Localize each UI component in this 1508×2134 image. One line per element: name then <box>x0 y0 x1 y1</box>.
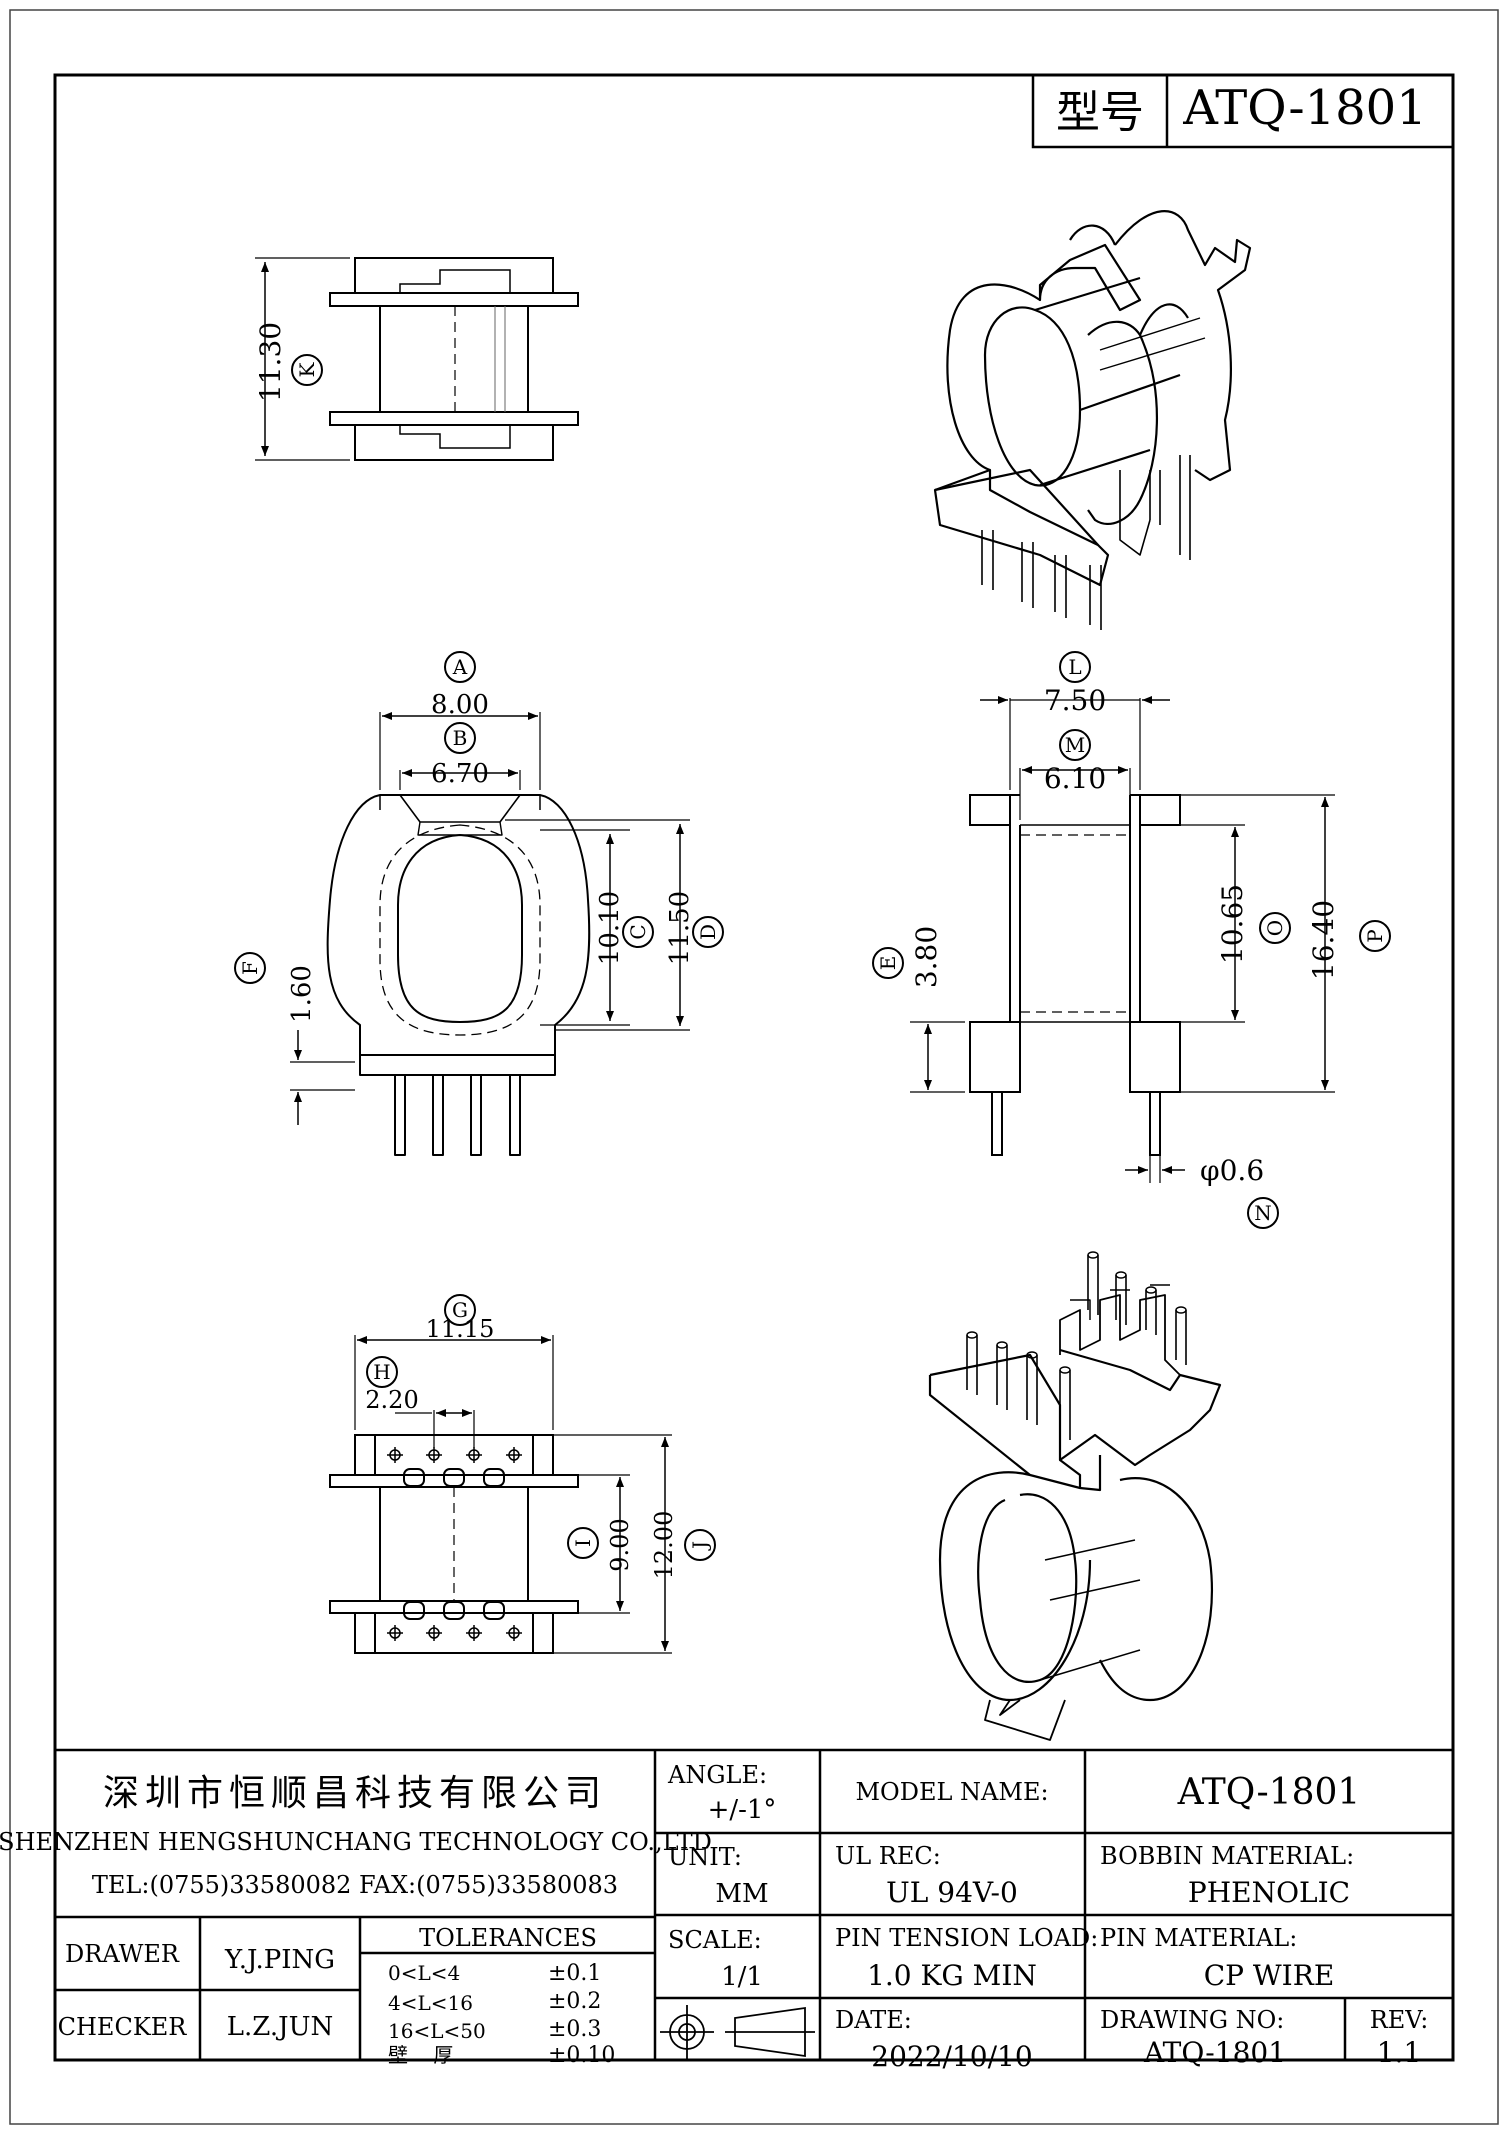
dim-M-badge <box>1059 729 1091 761</box>
dim-P-value: 16.40 <box>1307 900 1340 980</box>
dim-G-letter: G <box>452 1298 468 1322</box>
dim-K-letter: K <box>295 361 319 377</box>
company-name-cn: 深圳市恒顺昌科技有限公司 <box>103 1773 607 1814</box>
dim-F-value: 1.60 <box>287 965 317 1023</box>
angle-value: +/-1° <box>708 1795 777 1825</box>
dim-A-badge <box>444 651 476 683</box>
company-contact: TEL:(0755)33580082 FAX:(0755)33580083 <box>92 1871 618 1899</box>
rev-label: REV: <box>1370 2006 1429 2034</box>
unit-value: MM <box>715 1879 768 1909</box>
pin-material-label: PIN MATERIAL: <box>1100 1924 1297 1952</box>
dim-L-value: 7.50 <box>1044 684 1106 717</box>
dim-O-value: 10.65 <box>1216 884 1249 964</box>
dim-G-value: 11.15 <box>426 1315 495 1343</box>
top-view <box>255 257 579 461</box>
dim-P-letter: P <box>1363 929 1387 942</box>
drawer-name: Y.J.PING <box>224 1945 335 1975</box>
dim-J-value: 12.00 <box>650 1511 678 1580</box>
dim-F-letter: F <box>238 961 262 975</box>
rev-value: 1.1 <box>1377 2036 1422 2069</box>
pin-material-value: CP WIRE <box>1204 1959 1335 1992</box>
ul-rec-value: UL 94V-0 <box>886 1876 1018 1909</box>
dim-F-badge <box>234 952 266 984</box>
dim-I-letter: I <box>571 1539 595 1547</box>
angle-label: ANGLE: <box>667 1761 767 1789</box>
dim-C-badge <box>622 916 654 948</box>
company-name-en: SHENZHEN HENGSHUNCHANG TECHNOLOGY CO.,LT… <box>0 1828 712 1856</box>
unit-label: UNIT: <box>668 1843 742 1871</box>
dim-C-value: 10.10 <box>595 891 625 965</box>
title-block <box>55 1748 1453 2060</box>
model-box-label: 型号 <box>1056 87 1144 138</box>
dim-A-value: 8.00 <box>431 690 489 720</box>
dim-O-badge <box>1259 912 1291 944</box>
checker-name: L.Z.JUN <box>227 2012 334 2042</box>
dim-D-badge <box>692 916 724 948</box>
dim-M-value: 6.10 <box>1044 762 1106 795</box>
tolerance-value-3: ±0.3 <box>548 2017 601 2042</box>
dim-B-value: 6.70 <box>431 759 489 789</box>
tolerance-value-2: ±0.2 <box>548 1989 601 2014</box>
front-view <box>290 712 690 1156</box>
dim-J-letter: J <box>688 1541 712 1551</box>
drawing-no-value: ATQ-1801 <box>1143 2036 1286 2069</box>
dim-K-value: 11.30 <box>254 322 287 402</box>
dim-L-letter: L <box>1068 655 1081 679</box>
tolerances-title: TOLERANCES <box>419 1924 597 1952</box>
date-label: DATE: <box>835 2006 912 2034</box>
tolerance-range-3: 16<L<50 <box>388 2019 486 2043</box>
side-view <box>910 696 1335 1183</box>
bobbin-material-label: BOBBIN MATERIAL: <box>1100 1842 1354 1870</box>
dim-D-letter: D <box>696 924 720 940</box>
dim-E-value: 3.80 <box>910 926 943 988</box>
scale-label: SCALE: <box>668 1926 762 1954</box>
model-name-value: ATQ-1801 <box>1177 1772 1361 1813</box>
dim-D-value: 11.50 <box>665 891 695 965</box>
bobbin-material-value: PHENOLIC <box>1188 1876 1350 1909</box>
drawing-border <box>53 73 1455 2062</box>
drawer-label: DRAWER <box>65 1940 180 1968</box>
dim-M-letter: M <box>1065 733 1085 757</box>
model-box: 型号 ATQ-1801 <box>1031 73 1455 149</box>
tolerance-range-2: 4<L<16 <box>388 1991 473 2015</box>
dim-B-badge <box>444 722 476 754</box>
tolerance-value-1: ±0.1 <box>548 1961 601 1986</box>
date-value: 2022/10/10 <box>871 2040 1032 2073</box>
dim-E-badge <box>872 947 904 979</box>
dim-H-value: 2.20 <box>365 1386 418 1414</box>
dim-L-badge <box>1059 651 1091 683</box>
model-name-label: MODEL NAME: <box>855 1778 1048 1806</box>
dim-E-letter: E <box>876 956 900 971</box>
dim-J-badge <box>684 1529 716 1561</box>
dim-K-badge <box>291 354 323 386</box>
dim-H-letter: H <box>373 1360 390 1384</box>
pin-tension-value: 1.0 KG MIN <box>867 1959 1037 1992</box>
tolerance-range-1: 0<L<4 <box>388 1961 460 1985</box>
dim-A-letter: A <box>452 655 468 679</box>
dim-C-letter: C <box>626 924 650 939</box>
tolerance-range-4: 壁 厚 <box>388 2043 453 2067</box>
dim-H-badge <box>366 1356 398 1388</box>
tolerance-value-4: ±0.10 <box>548 2043 615 2068</box>
scale-value: 1/1 <box>721 1962 763 1992</box>
dim-I-value: 9.00 <box>606 1518 634 1571</box>
ul-rec-label: UL REC: <box>835 1842 941 1870</box>
isometric-view-1 <box>933 210 1252 630</box>
dim-O-letter: O <box>1263 920 1287 936</box>
dim-B-letter: B <box>453 726 468 750</box>
dim-N-badge <box>1247 1197 1279 1229</box>
dim-N-value: φ0.6 <box>1200 1154 1264 1187</box>
drawing-no-label: DRAWING NO: <box>1100 2006 1284 2034</box>
outer-frame <box>9 9 1499 2125</box>
dim-N-letter: N <box>1254 1201 1272 1225</box>
pin-tension-label: PIN TENSION LOAD: <box>835 1924 1098 1952</box>
model-box-value: ATQ-1801 <box>1182 80 1427 136</box>
dim-P-badge <box>1359 920 1391 952</box>
isometric-view-2 <box>928 1251 1222 1741</box>
bottom-view <box>329 1335 672 1654</box>
dim-I-badge <box>567 1527 599 1559</box>
dim-G-badge <box>444 1294 476 1326</box>
checker-label: CHECKER <box>58 2013 188 2041</box>
